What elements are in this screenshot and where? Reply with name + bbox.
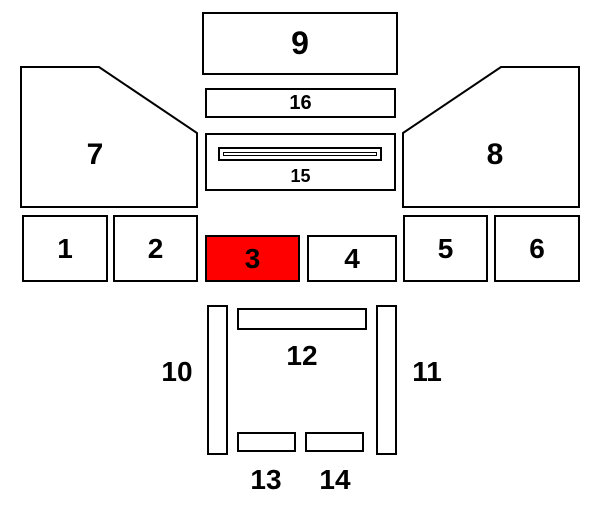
part-15-slot [218, 147, 382, 161]
part-6-label: 6 [529, 232, 545, 264]
part-7-shape [20, 66, 198, 208]
part-1-label: 1 [57, 232, 73, 264]
part-12-shape [237, 308, 367, 330]
part-4-label: 4 [344, 242, 360, 274]
part-7-outline [20, 66, 198, 208]
part-7-label: 7 [86, 138, 104, 171]
part-15-label: 15 [290, 165, 311, 186]
part-6-shape: 6 [494, 215, 580, 282]
part-2-label: 2 [147, 232, 164, 264]
part-14-shape [305, 432, 364, 452]
part-15-shape: 15 [205, 133, 396, 191]
part-16-shape: 16 [205, 88, 396, 118]
part-3-shape: 3 [205, 235, 300, 282]
part-13-shape [237, 432, 296, 452]
part-16-label: 16 [289, 91, 312, 114]
part-15-slot-inner [223, 152, 377, 156]
part-11-label: 11 [412, 356, 442, 387]
part-9-shape: 9 [202, 12, 398, 75]
part-4-shape: 4 [307, 235, 397, 282]
part-5-shape: 5 [403, 215, 488, 282]
part-3-label: 3 [244, 242, 261, 274]
part-8-shape [402, 66, 580, 208]
part-5-label: 5 [437, 232, 454, 264]
part-13-label: 13 [250, 464, 282, 495]
part-11-shape [376, 305, 397, 455]
part-12-label: 12 [286, 340, 318, 371]
part-2-shape: 2 [113, 215, 198, 282]
part-9-label: 9 [291, 25, 309, 61]
part-1-shape: 1 [22, 215, 108, 282]
part-10-label: 10 [161, 356, 193, 387]
part-14-label: 14 [319, 464, 351, 495]
part-10-shape [207, 305, 228, 455]
part-8-outline [402, 66, 580, 208]
part-8-label: 8 [486, 138, 504, 171]
